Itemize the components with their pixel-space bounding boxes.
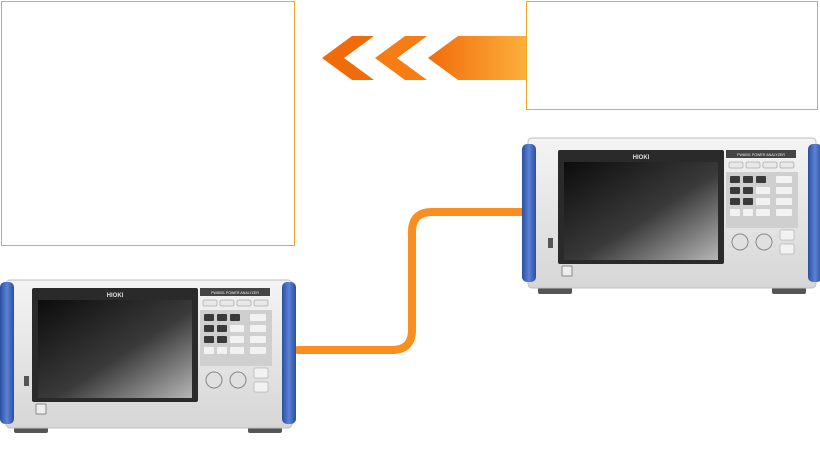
callout-box-right [526, 1, 818, 110]
model-strip [200, 288, 270, 296]
keypad [726, 161, 798, 228]
model-label: PW8001 POWER ANALYZER [211, 291, 259, 295]
brand-logo: HIOKI [633, 155, 650, 161]
display-screen [38, 300, 192, 398]
power-analyzer-left: HIOKI PW8001 POWER ANALYZER [0, 279, 296, 433]
keypad [200, 299, 272, 366]
chevron-2 [375, 36, 427, 80]
usb-port [548, 238, 553, 248]
handle-right [282, 282, 296, 424]
power-button [35, 403, 47, 415]
knob-left [731, 233, 749, 251]
callout-box-left [1, 1, 295, 246]
chevron-1 [322, 36, 374, 80]
chevron-3-tail [428, 36, 526, 80]
knob-right [229, 371, 247, 389]
power-button [561, 265, 573, 277]
knob-left [205, 371, 223, 389]
usb-port [24, 376, 29, 386]
handle-left [0, 282, 14, 424]
display-screen [564, 162, 718, 260]
connection-cable [294, 208, 532, 354]
brand-logo: HIOKI [107, 293, 124, 299]
model-label: PW8001 POWER ANALYZER [737, 153, 785, 157]
knob-right [755, 233, 773, 251]
handle-right [808, 144, 820, 282]
model-strip [726, 150, 796, 158]
power-analyzer-right: HIOKI PW8001 POWER ANALYZER [522, 137, 820, 294]
arrow-chevrons [322, 36, 526, 80]
handle-left [522, 144, 536, 282]
